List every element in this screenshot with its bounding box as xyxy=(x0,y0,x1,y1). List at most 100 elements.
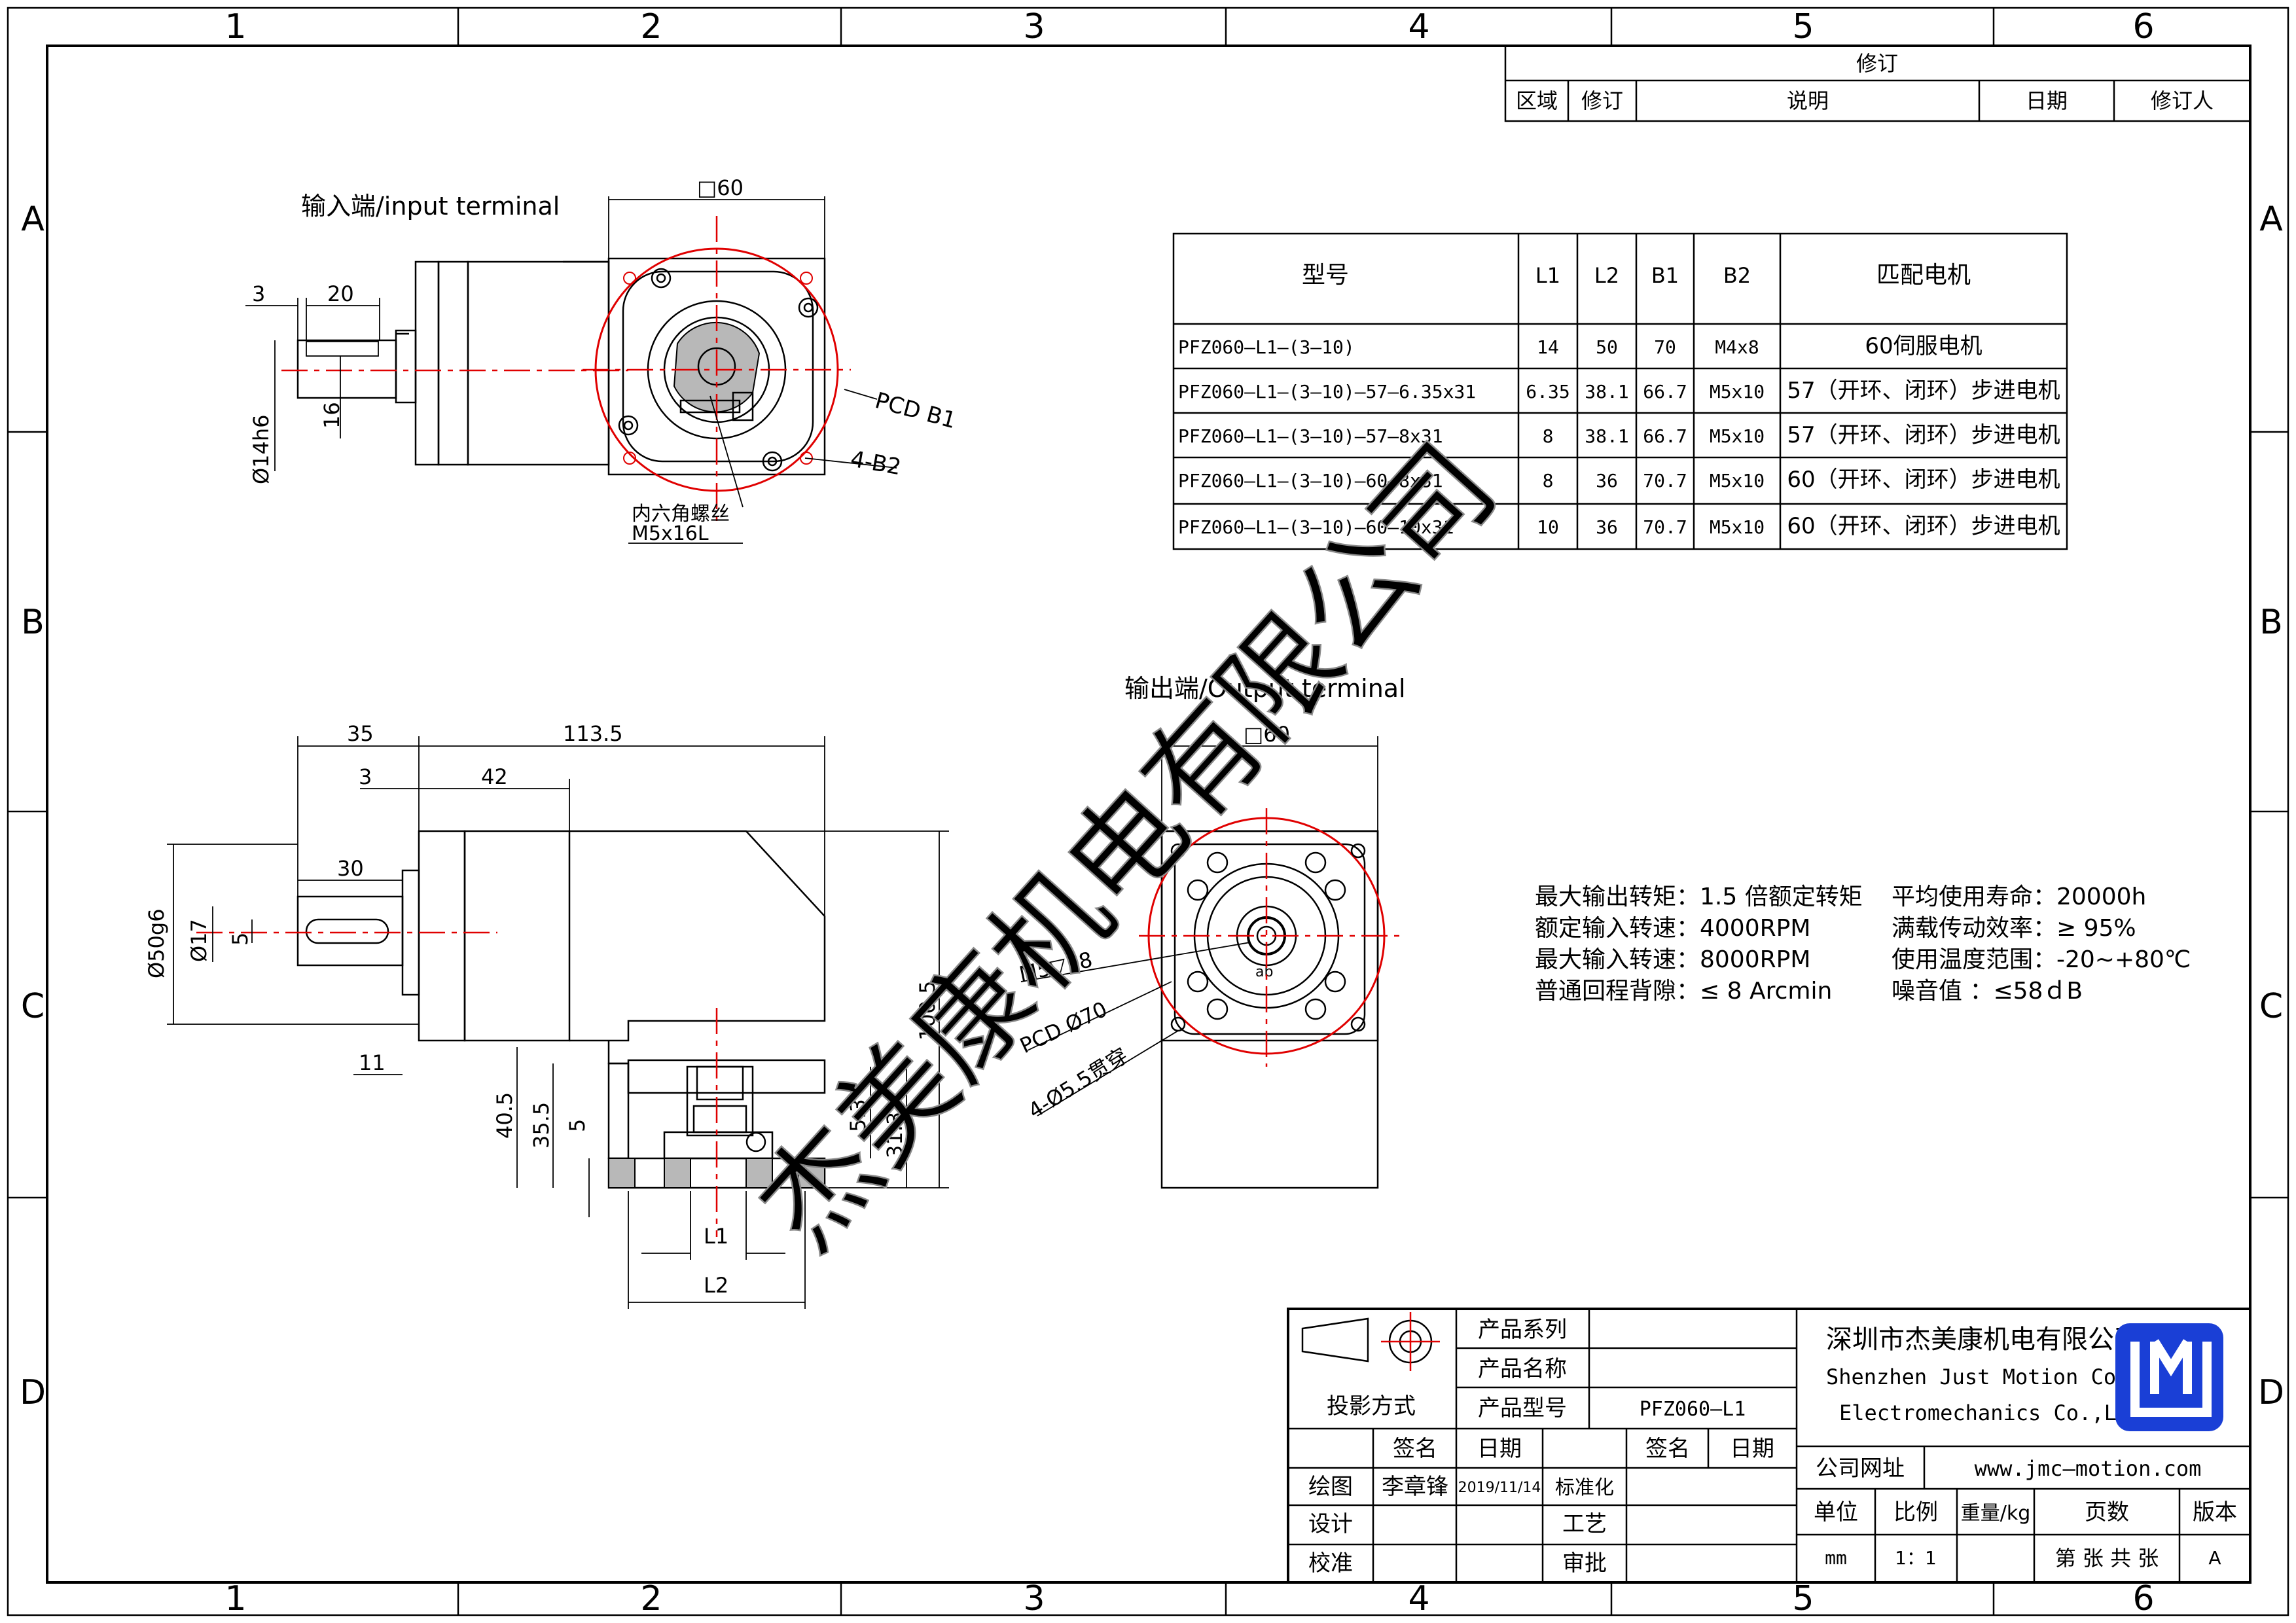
spec-table-cell: PFZ060—L1—(3—10)—57—6.35x31 xyxy=(1178,381,1476,402)
spec-table-cell: PFZ060—L1—(3—10)—60—8x31 xyxy=(1178,470,1443,491)
dim-L2: L2 xyxy=(704,1273,728,1298)
row-label: D xyxy=(20,1373,46,1412)
date-header: 日期 xyxy=(1730,1436,1774,1462)
company-name-cn: 深圳市杰美康机电有限公司 xyxy=(1826,1325,2140,1355)
spec-table-cell: 57（开环、闭环）步进电机 xyxy=(1787,422,2060,448)
dim-14h6: Ø14h6 xyxy=(249,414,274,484)
company-logo xyxy=(2115,1323,2223,1431)
spec-table-cell: 36 xyxy=(1596,516,1618,538)
spec-line: 最大输入转速：8000RPM xyxy=(1535,946,1810,973)
row-label: C xyxy=(21,987,45,1026)
col-label: 3 xyxy=(1023,1579,1045,1618)
spec-table-cell: 8 xyxy=(1543,425,1554,447)
spec-table-cell: 66.7 xyxy=(1643,381,1687,402)
design-label: 设计 xyxy=(1308,1511,1353,1537)
input-side-view: 输入端/input terminal 3 20 Ø14h6 16 xyxy=(245,192,628,484)
spec-header: 型号 xyxy=(1302,262,1349,289)
spec-table-cell: 38.1 xyxy=(1585,425,1628,447)
draw-name: 李章锋 xyxy=(1382,1474,1448,1500)
spec-table-cell: 10 xyxy=(1537,516,1559,538)
website-label: 公司网址 xyxy=(1816,1455,1905,1482)
dim-50g6: Ø50g6 xyxy=(144,908,169,978)
series-label: 产品系列 xyxy=(1478,1317,1567,1343)
sign-header: 签名 xyxy=(1393,1436,1437,1462)
dim-3b: 3 xyxy=(359,764,372,789)
spec-table-cell: PFZ060—L1—(3—10)—60—10x31 xyxy=(1178,516,1454,538)
spec-table-cell: M5x10 xyxy=(1710,425,1765,447)
screw-label-size: M5x16L xyxy=(632,522,709,545)
website-value[interactable]: www.jmc—motion.com xyxy=(1975,1456,2202,1481)
row-label: A xyxy=(21,200,45,239)
col-label: 5 xyxy=(1792,1579,1814,1618)
input-view-title: 输入端/input terminal xyxy=(301,192,560,221)
revision-title: 修订 xyxy=(1856,51,1898,76)
spec-table-cell: 6.35 xyxy=(1526,381,1570,402)
spec-table-cell: 60（开环、闭环）步进电机 xyxy=(1787,467,2060,493)
dim-30: 30 xyxy=(337,856,364,881)
dim-113-5: 113.5 xyxy=(563,721,623,746)
dim-3: 3 xyxy=(252,281,265,306)
spec-table-cell: 60伺服电机 xyxy=(1865,333,1982,359)
version-value: A xyxy=(2208,1547,2221,1569)
spec-table-cell: 70.7 xyxy=(1643,516,1687,538)
dim-35-5: 35.5 xyxy=(529,1102,554,1149)
dim-35: 35 xyxy=(347,721,374,746)
holes-5-5-label: 4-Ø5.5贯穿 xyxy=(1024,1043,1132,1123)
spec-header: B2 xyxy=(1723,263,1751,288)
row-label: B xyxy=(2259,603,2283,642)
spec-table-cell: 70 xyxy=(1654,336,1676,358)
dim-42: 42 xyxy=(481,764,508,789)
screw-label-cn: 内六角螺丝 xyxy=(632,503,730,526)
output-view-title: 输出端/Output terminal xyxy=(1124,674,1406,703)
spec-table-cell: 38.1 xyxy=(1585,381,1628,402)
spec-header: 匹配电机 xyxy=(1876,262,1971,289)
check-label: 校准 xyxy=(1308,1550,1353,1577)
spec-line: 平均使用寿命：20000h xyxy=(1892,883,2146,910)
pages-value: 第 张 共 张 xyxy=(2055,1546,2159,1571)
revision-block: 修订 区域 修订 说明 日期 修订人 xyxy=(1504,45,2251,122)
spec-header: B1 xyxy=(1651,263,1679,288)
col-label: 2 xyxy=(640,1579,662,1618)
spec-table-cell: M5x10 xyxy=(1710,516,1765,538)
dim-100-5: 100.5 xyxy=(915,980,940,1041)
spec-table-cell: PFZ060—L1—(3—10) xyxy=(1178,336,1355,358)
title-block: 投影方式 产品系列 产品名称 产品型号 PFZ060—L1 签名 日期 签名 日… xyxy=(1287,1308,2251,1584)
dim-5-3: 5.3 xyxy=(846,1099,870,1132)
column-labels: 1 2 3 4 5 6 1 2 3 4 5 6 xyxy=(224,7,2154,1618)
dim-31-3: 31.3 xyxy=(882,1112,907,1158)
row-label: C xyxy=(2259,987,2283,1026)
holes-4b2-label: 4-B2 xyxy=(848,446,903,480)
row-label: D xyxy=(2258,1373,2284,1412)
performance-specs: 最大输出转矩：1.5 倍额定转矩 额定输入转速：4000RPM 最大输入转速：8… xyxy=(1535,883,2191,1005)
spec-header: L1 xyxy=(1535,263,1560,288)
spec-table-cell: PFZ060—L1—(3—10)—57—8x31 xyxy=(1178,425,1443,447)
row-labels: A B C D A B C D xyxy=(20,200,2284,1412)
col-label: 1 xyxy=(224,1579,246,1618)
pages-label: 页数 xyxy=(2085,1499,2129,1525)
pcd-b1-label: PCD B1 xyxy=(872,387,959,434)
standard-label: 标准化 xyxy=(1555,1476,1614,1499)
input-front-view: □60 PCD B1 4-B2 内六角螺丝 M5x16L xyxy=(583,175,959,545)
spec-header: L2 xyxy=(1594,263,1619,288)
scale-value: 1：1 xyxy=(1895,1547,1937,1569)
col-label: 3 xyxy=(1023,7,1045,46)
projection-label: 投影方式 xyxy=(1327,1393,1416,1419)
rev-header: 日期 xyxy=(2026,88,2068,113)
row-label: A xyxy=(2259,200,2283,239)
approve-label: 审批 xyxy=(1562,1550,1607,1577)
unit-value: mm xyxy=(1825,1547,1847,1569)
weight-label: 重量/kg xyxy=(1961,1502,2031,1525)
spec-table-cell: 36 xyxy=(1596,470,1618,491)
model-value: PFZ060—L1 xyxy=(1640,1398,1746,1421)
name-label: 产品名称 xyxy=(1478,1356,1567,1382)
dim-5: 5 xyxy=(228,933,253,946)
dim-40-5: 40.5 xyxy=(492,1092,517,1139)
spec-table-cell: 60（开环、闭环）步进电机 xyxy=(1787,513,2060,539)
spec-line: 最大输出转矩：1.5 倍额定转矩 xyxy=(1535,883,1863,910)
dim-20: 20 xyxy=(327,281,354,306)
dim-16: 16 xyxy=(319,402,344,429)
company-name-en-2: Electromechanics Co.,LTD xyxy=(1839,1400,2142,1425)
